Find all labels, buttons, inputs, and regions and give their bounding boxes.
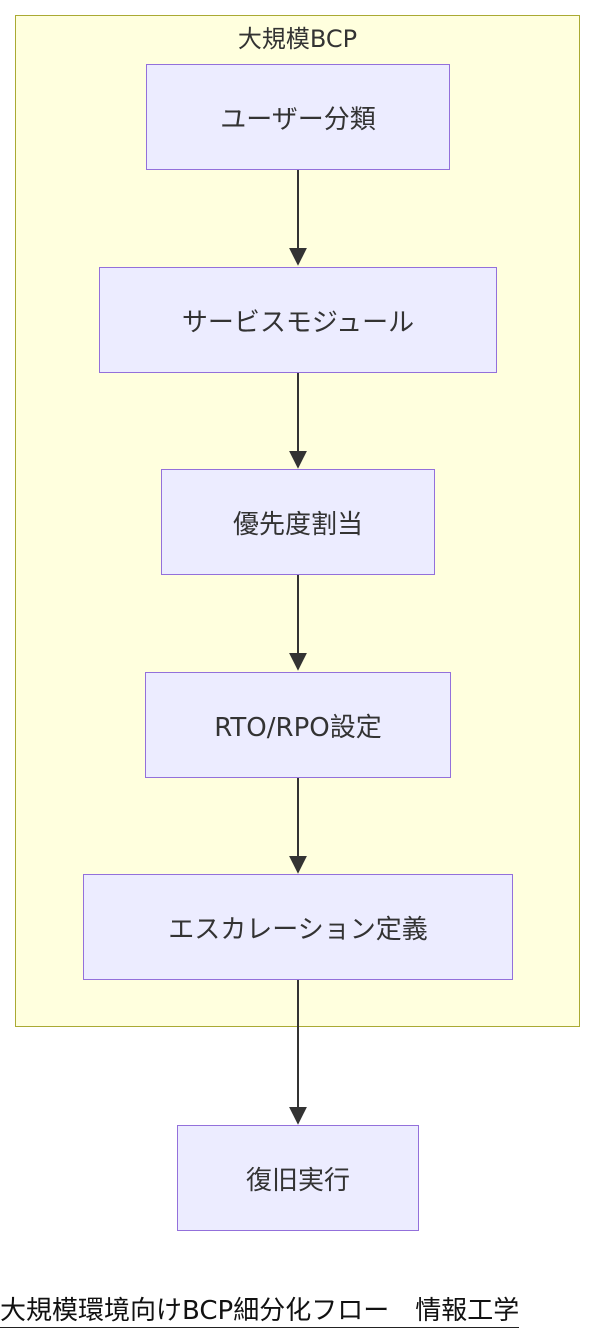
- cluster-title: 大規模BCP: [237, 25, 358, 53]
- node-rto-rpo-setting: RTO/RPO設定: [145, 672, 451, 778]
- node-recovery-execution: 復旧実行: [177, 1125, 419, 1231]
- node-escalation-definition: エスカレーション定義: [83, 874, 513, 980]
- node-service-module: サービスモジュール: [99, 267, 497, 373]
- caption-text: 大規模環境向けBCP細分化フロー 情報工学: [0, 1296, 520, 1328]
- node-user-classification: ユーザー分類: [146, 64, 450, 170]
- node-priority-assignment: 優先度割当: [161, 469, 435, 575]
- diagram-caption: 大規模環境向けBCP細分化フロー 情報工学: [0, 1293, 612, 1333]
